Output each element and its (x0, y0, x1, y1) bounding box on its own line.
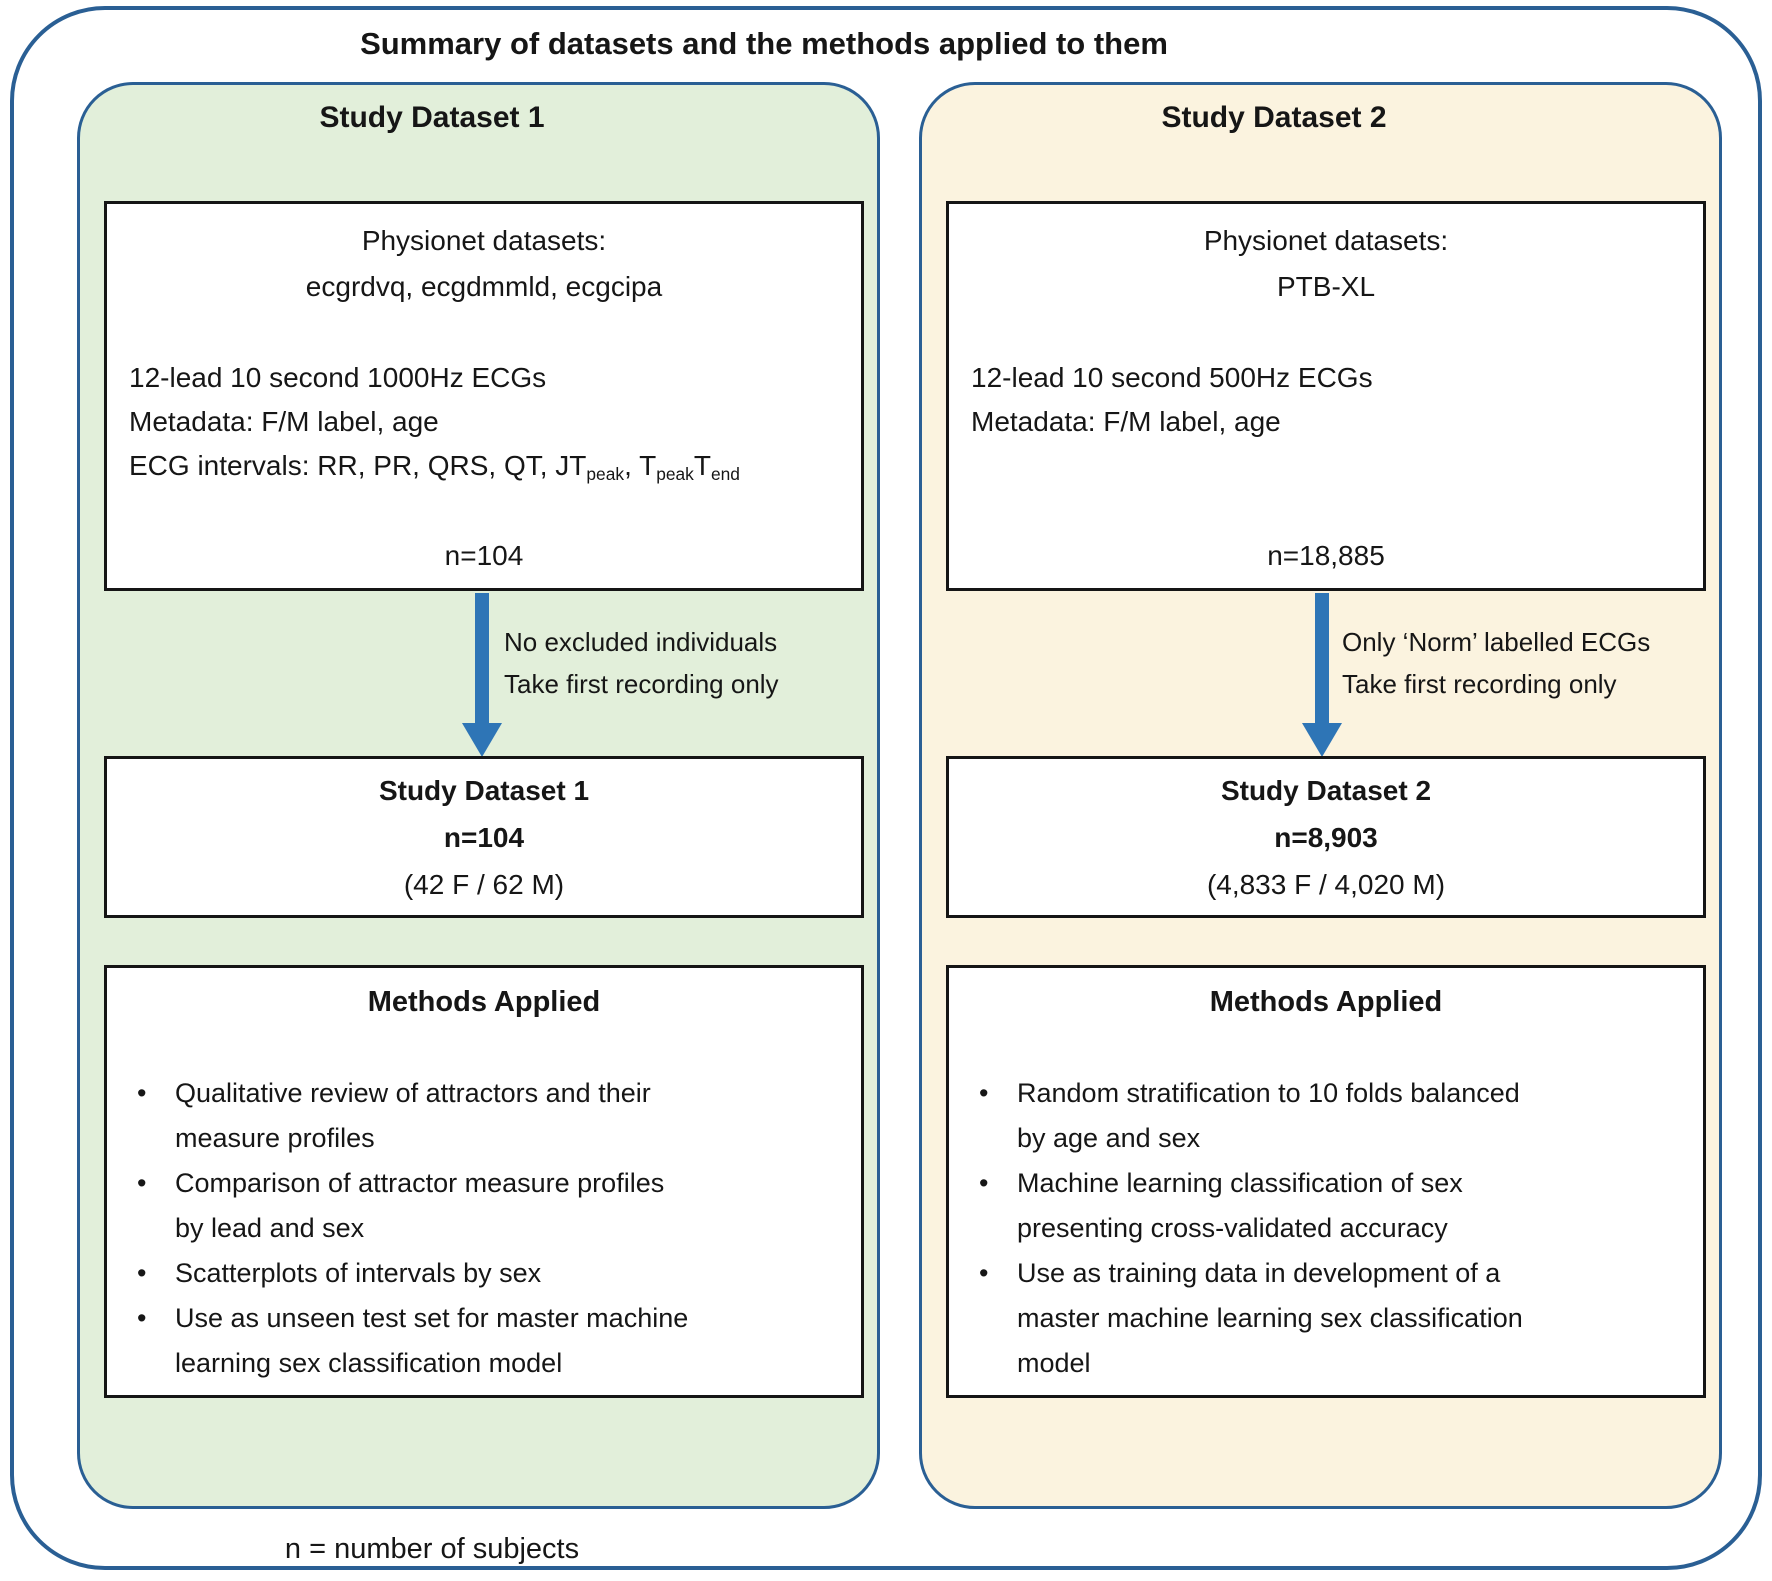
bullet-text: Comparison of attractor measure profiles… (175, 1168, 665, 1243)
methods-box-2: Methods Applied • Random stratification … (946, 965, 1706, 1398)
sample-count: n=104 (444, 540, 524, 571)
source-heading: Physionet datasets: ecgrdvq, ecgdmmld, e… (107, 204, 861, 310)
flow-arrow (1315, 593, 1329, 725)
methods-list: • Qualitative review of attractors and t… (107, 1071, 861, 1386)
list-item: • Scatterplots of intervals by sex (107, 1251, 861, 1296)
ecg-intervals-line: ECG intervals: RR, PR, QRS, QT, JTpeak, … (129, 444, 851, 496)
bullet-text: Scatterplots of intervals by sex (175, 1258, 542, 1288)
bullet-text: Qualitative review of attractors and the… (175, 1078, 651, 1153)
dataset-name: Study Dataset 2 (1220, 775, 1432, 806)
intervals-sub: peak (586, 463, 625, 484)
intervals-text: , T (624, 450, 657, 481)
bullet-text: Use as training data in development of a… (1017, 1258, 1523, 1378)
intervals-sub: end (710, 463, 740, 484)
panel-1-header: Study Dataset 1 (319, 101, 545, 134)
dataset-n: n=104 (443, 822, 525, 853)
list-item: • Machine learning classification of sex… (949, 1161, 1703, 1251)
dataset-box-1: Study Dataset 1 n=104 (42 F / 62 M) (104, 756, 864, 918)
flow-arrow-head-icon (462, 723, 502, 757)
bullet-icon: • (979, 1078, 989, 1108)
bullet-icon: • (137, 1168, 147, 1198)
list-item: • Random stratification to 10 folds bala… (949, 1071, 1703, 1161)
flow-arrow-head-icon (1302, 723, 1342, 757)
methods-title: Methods Applied (367, 986, 601, 1018)
metadata-line: Metadata: F/M label, age (971, 406, 1281, 437)
bullet-icon: • (137, 1303, 147, 1333)
footnote: n = number of subjects (284, 1533, 580, 1565)
bullet-icon: • (137, 1258, 147, 1288)
methods-title: Methods Applied (1209, 986, 1443, 1018)
intervals-text: T (693, 450, 711, 481)
bullet-text: Random stratification to 10 folds balanc… (1017, 1078, 1520, 1153)
summary-frame: Summary of datasets and the methods appl… (10, 6, 1762, 1570)
panel-2-header: Study Dataset 2 (1161, 101, 1387, 134)
intervals-text: ECG intervals: RR, PR, QRS, QT, JT (129, 450, 587, 481)
flow-arrow (475, 593, 489, 725)
dataset-name: Study Dataset 1 (378, 775, 590, 806)
list-item: • Use as training data in development of… (949, 1251, 1703, 1386)
methods-list: • Random stratification to 10 folds bala… (949, 1071, 1703, 1386)
source-box-dataset-1: Physionet datasets: ecgrdvq, ecgdmmld, e… (104, 201, 864, 591)
ecg-spec-line: 12-lead 10 second 1000Hz ECGs (129, 362, 547, 393)
list-item: • Comparison of attractor measure profil… (107, 1161, 861, 1251)
methods-box-1: Methods Applied • Qualitative review of … (104, 965, 864, 1398)
dataset-n: n=8,903 (1274, 822, 1378, 853)
panel-study-dataset-2: Study Dataset 2 Physionet datasets: PTB-… (919, 82, 1722, 1509)
flow-arrow-label: No excluded individuals Take first recor… (504, 627, 779, 699)
ecg-spec-line: 12-lead 10 second 500Hz ECGs (971, 362, 1373, 393)
list-item: • Qualitative review of attractors and t… (107, 1071, 861, 1161)
sample-count: n=18,885 (1267, 540, 1385, 571)
physionet-datasets: ecgrdvq, ecgdmmld, ecgcipa (305, 271, 663, 302)
panel-study-dataset-1: Study Dataset 1 Physionet datasets: ecgr… (77, 82, 880, 1509)
source-heading: Physionet datasets: PTB-XL (949, 204, 1703, 310)
source-details: 12-lead 10 second 500Hz ECGs Metadata: F… (949, 356, 1703, 444)
figure-title: Summary of datasets and the methods appl… (360, 26, 1168, 61)
bullet-icon: • (137, 1078, 147, 1108)
intervals-sub: peak (656, 463, 694, 484)
flow-arrow-label: Only ‘Norm’ labelled ECGs Take first rec… (1342, 627, 1651, 699)
physionet-datasets: PTB-XL (1276, 271, 1376, 302)
bullet-icon: • (979, 1168, 989, 1198)
bullet-icon: • (979, 1258, 989, 1288)
bullet-text: Machine learning classification of sex p… (1017, 1168, 1463, 1243)
bullet-text: Use as unseen test set for master machin… (175, 1303, 689, 1378)
dataset-sex-split: (4,833 F / 4,020 M) (1206, 869, 1446, 900)
physionet-label: Physionet datasets: (1203, 225, 1449, 256)
dataset-box-2: Study Dataset 2 n=8,903 (4,833 F / 4,020… (946, 756, 1706, 918)
dataset-sex-split: (42 F / 62 M) (403, 869, 565, 900)
physionet-label: Physionet datasets: (361, 225, 607, 256)
metadata-line: Metadata: F/M label, age (129, 406, 439, 437)
list-item: • Use as unseen test set for master mach… (107, 1296, 861, 1386)
source-details: 12-lead 10 second 1000Hz ECGs Metadata: … (107, 356, 861, 496)
source-box-dataset-2: Physionet datasets: PTB-XL 12-lead 10 se… (946, 201, 1706, 591)
